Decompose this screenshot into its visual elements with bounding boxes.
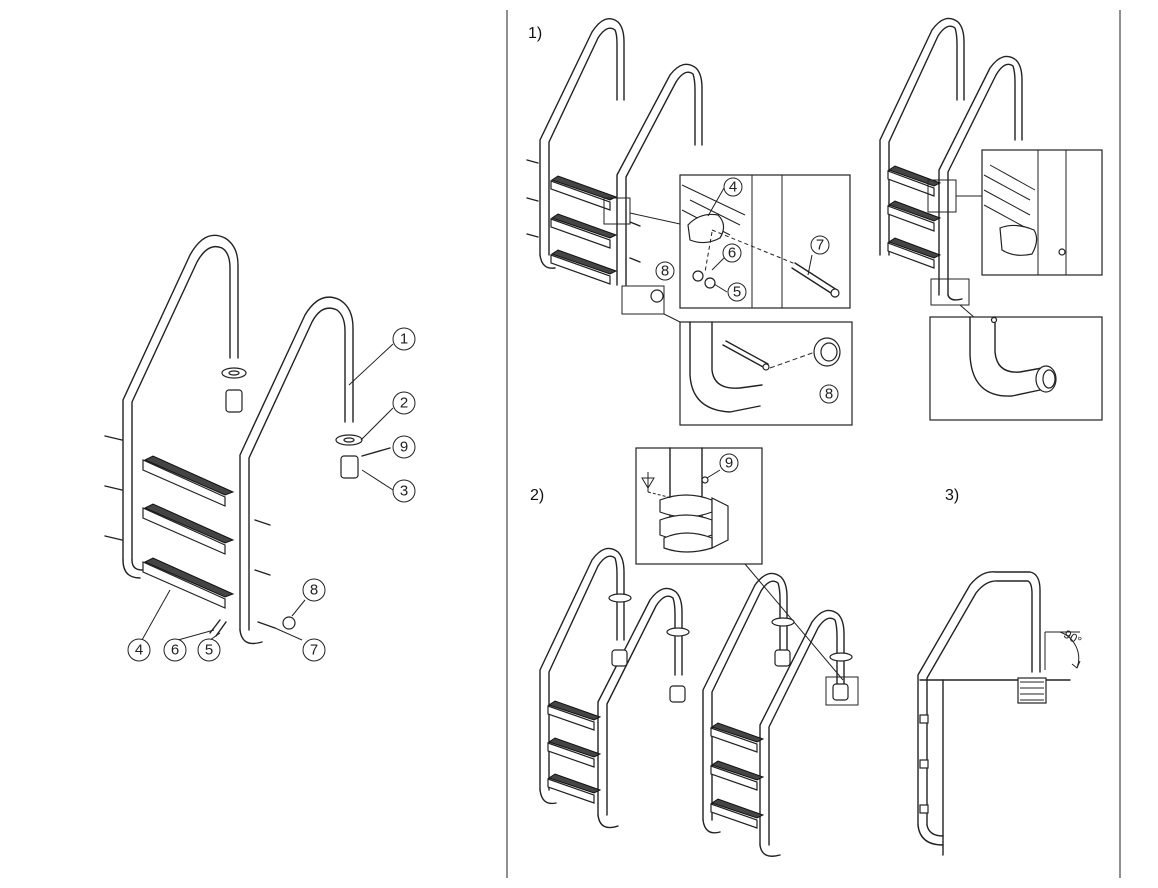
part-number-6: 6 (171, 642, 179, 659)
detail-callout-5: 5 (727, 282, 747, 302)
part-number-8: 8 (310, 582, 318, 599)
detail-number-4: 4 (729, 179, 737, 196)
part-number-4: 4 (135, 642, 143, 659)
callout-5: 5 (197, 638, 221, 662)
part-number-1: 1 (400, 331, 408, 348)
step-2-ladder-left (539, 547, 690, 829)
detail-callout-8a: 8 (655, 261, 675, 281)
step-1-assembled-detail-a (981, 149, 1103, 276)
callout-8: 8 (302, 578, 326, 602)
right-handrail (239, 296, 354, 631)
detail-callout-4: 4 (723, 177, 743, 197)
detail-number-8b: 8 (825, 386, 833, 403)
step-2-label: 2) (530, 487, 544, 504)
step-3-installed-ladder: 90° (917, 571, 1084, 856)
detail-number-7: 7 (816, 237, 824, 254)
detail-number-5: 5 (733, 284, 741, 301)
angle-label: 90° (1061, 627, 1084, 648)
step-1-label: 1) (528, 25, 542, 42)
callout-7: 7 (302, 638, 326, 662)
left-handrail (122, 234, 239, 561)
callout-9: 9 (392, 435, 416, 459)
step-1-ladder (526, 18, 703, 323)
part-number-9: 9 (400, 439, 408, 456)
callout-6: 6 (163, 638, 187, 662)
part-number-5: 5 (205, 642, 213, 659)
detail-number-9: 9 (725, 455, 733, 472)
callout-3: 3 (392, 479, 416, 503)
step-1-assembled-detail-b (929, 316, 1103, 421)
part-number-2: 2 (400, 395, 408, 412)
detail-callout-6: 6 (722, 243, 742, 263)
step-2-ladder-right (702, 572, 859, 857)
step-1-detail-b (679, 321, 853, 426)
exploded-view: 1 2 9 3 8 4 6 5 (104, 234, 416, 662)
part-number-7: 7 (310, 642, 318, 659)
callout-2: 2 (392, 391, 416, 415)
detail-callout-8b: 8 (819, 384, 839, 404)
callout-4: 4 (127, 638, 151, 662)
step-1-assembled-ladder (879, 17, 1023, 319)
part-number-3: 3 (400, 483, 408, 500)
detail-number-8a: 8 (661, 263, 669, 280)
callout-1: 1 (392, 327, 416, 351)
bolts (104, 435, 276, 629)
treads (142, 455, 235, 609)
detail-callout-7: 7 (810, 235, 830, 255)
detail-callout-9: 9 (719, 453, 739, 473)
detail-number-6: 6 (728, 245, 736, 262)
step-2-detail (635, 447, 763, 565)
step-3-label: 3) (945, 487, 959, 504)
